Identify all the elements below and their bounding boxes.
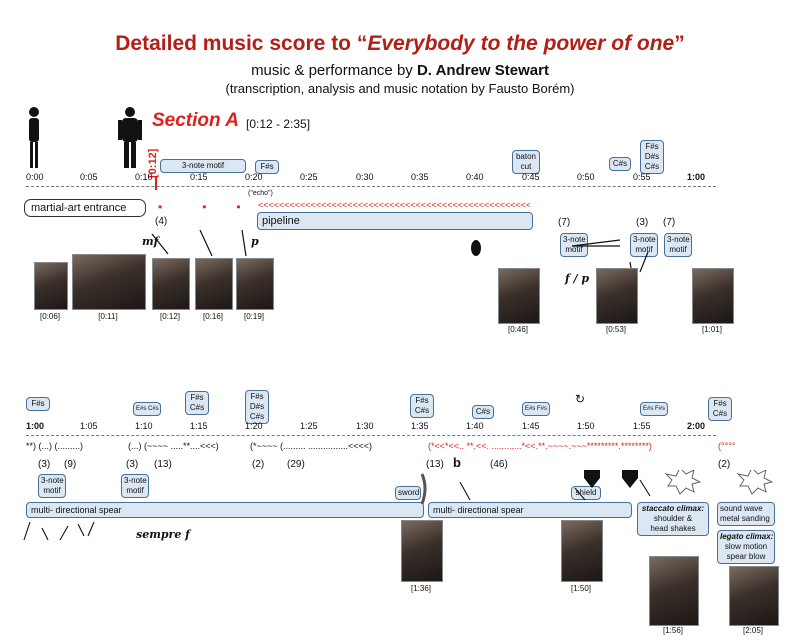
timeline-row2: 1:00 1:05 1:10 1:15 1:20 1:25 1:30 1:35 … [26, 421, 726, 445]
r2-note-cs: C#s [472, 405, 494, 419]
r2-note-fscs: F#s C#s [185, 391, 209, 415]
performer-silhouettes [29, 107, 142, 168]
notation-3: (*~~~~ (......... ................<<<<) [250, 441, 373, 451]
shield-label: shield [571, 486, 601, 500]
r2-note-efs: E#s F#s [522, 402, 550, 416]
motif-label: 3-note motif [160, 159, 246, 173]
start-line [155, 176, 157, 190]
photo-12 [729, 566, 779, 626]
legato-box: legato climax: slow motion spear blow [717, 530, 775, 564]
photo-8 [692, 268, 734, 324]
transcription-line: (transcription, analysis and music notat… [225, 81, 575, 96]
notation-5: (°°°° [718, 441, 736, 451]
dynamic-fp: f / p [565, 272, 590, 285]
r2-motif-a: 3-note motif [38, 474, 66, 498]
spear-bar-2: multi- directional spear [428, 502, 632, 518]
photo-7-caption: [0:53] [605, 325, 626, 334]
chevrons: <<<<<<<<<<<<<<<<<<<<<<<<<<<<<<<<<<<<<<<<… [258, 200, 530, 210]
r2-chord: F#s D#s C#s [245, 390, 269, 424]
row2-graphics [23, 470, 774, 541]
note-label-fs: F#s [255, 160, 279, 174]
chord-label: F#s D#s C#s [640, 140, 664, 174]
sword-label: sword [395, 486, 421, 500]
spear-bar-1: multi- directional spear [26, 502, 424, 518]
r2-count-7: (46) [490, 459, 508, 470]
r2-note-fscs3: F#s C#s [708, 397, 732, 421]
r2-count-5: (29) [287, 459, 305, 470]
r2-motif-b: 3-note motif [121, 474, 149, 498]
count-7b: (7) [663, 217, 676, 228]
r2-note-fscs2: F#s C#s [410, 394, 434, 418]
note-label-cs: C#s [609, 157, 631, 171]
r2-count-2: (3) [126, 459, 139, 470]
photo-3-caption: [0:12] [159, 312, 180, 321]
sempre-f: sempre f [136, 528, 190, 541]
photo-11 [649, 556, 699, 626]
photo-5 [236, 258, 274, 310]
r2-count-0: (3) [38, 459, 51, 470]
photo-1-caption: [0:06] [39, 312, 60, 321]
count-7a: (7) [558, 217, 571, 228]
row1-arrows [151, 229, 649, 275]
r2-count-1: (9) [64, 459, 77, 470]
count-3: (3) [636, 217, 649, 228]
row1-dots: • • • [158, 200, 241, 214]
martial-art-entrance-label: martial-art entrance [24, 199, 146, 217]
dynamic-p: p [251, 235, 259, 248]
staccato-box: staccato climax: shoulder & head shakes [637, 502, 709, 536]
sound-wave-box: sound wave metal sanding [717, 502, 775, 526]
r2-count-6: (13) [426, 459, 444, 470]
photo-3 [152, 258, 190, 310]
photo-4-caption: [0:16] [202, 312, 223, 321]
photo-6-caption: [0:46] [507, 325, 528, 334]
photo-12-caption: [2:05] [742, 626, 763, 635]
motif-label-a: 3-note motif [560, 233, 588, 257]
photo-10-caption: [1:50] [570, 584, 591, 593]
motif-label-c: 3-note motif [664, 233, 692, 257]
photo-8-caption: [1:01] [701, 325, 722, 334]
photo-7 [596, 268, 638, 324]
credit-line: music & performance by D. Andrew Stewart [251, 62, 549, 79]
photo-5-caption: [0:19] [243, 312, 264, 321]
photo-2-caption: [0:11] [98, 312, 118, 321]
r2-note-efs2: E#s F#s [640, 402, 668, 416]
notation-1: **) (...) (.........) [26, 441, 83, 451]
notation-2: (...) (~~~~ .....**....<<<) [128, 441, 219, 451]
pipeline-bar: pipeline [257, 212, 533, 230]
photo-4 [195, 258, 233, 310]
section-title: Section A [152, 110, 239, 131]
echo-label: ("echo") [248, 190, 273, 197]
r2-note-fs: F#s [26, 397, 50, 411]
rotate-icon: ↻ [575, 392, 586, 406]
photo-6 [498, 268, 540, 324]
page-title: Detailed music score to “Everybody to th… [115, 32, 685, 55]
timeline-row1: 0:00 0:05 0:10 0:15 0:20 0:25 0:30 0:35 … [26, 172, 726, 202]
dynamic-mf: mf [142, 235, 159, 248]
r2-count-3: (13) [154, 459, 172, 470]
b-marker: b [453, 455, 461, 470]
photo-9 [401, 520, 443, 582]
section-range: [0:12 - 2:35] [246, 117, 311, 131]
baton-cut-label: baton cut [512, 150, 540, 174]
photo-10 [561, 520, 603, 582]
count-4: (4) [155, 216, 168, 227]
motif-label-b: 3-note motif [630, 233, 658, 257]
r2-count-8: (2) [718, 459, 731, 470]
photo-9-caption: [1:36] [410, 584, 431, 593]
photo-11-caption: [1:56] [662, 626, 683, 635]
notation-4: (*<<*<<.. **.<<. ............*<<.**.~~~~… [428, 441, 652, 451]
r2-count-4: (2) [252, 459, 265, 470]
photo-2 [72, 254, 146, 310]
photo-1 [34, 262, 68, 310]
footprint-icon [471, 240, 481, 256]
r2-note-ecs: E#s C#s [133, 402, 161, 416]
